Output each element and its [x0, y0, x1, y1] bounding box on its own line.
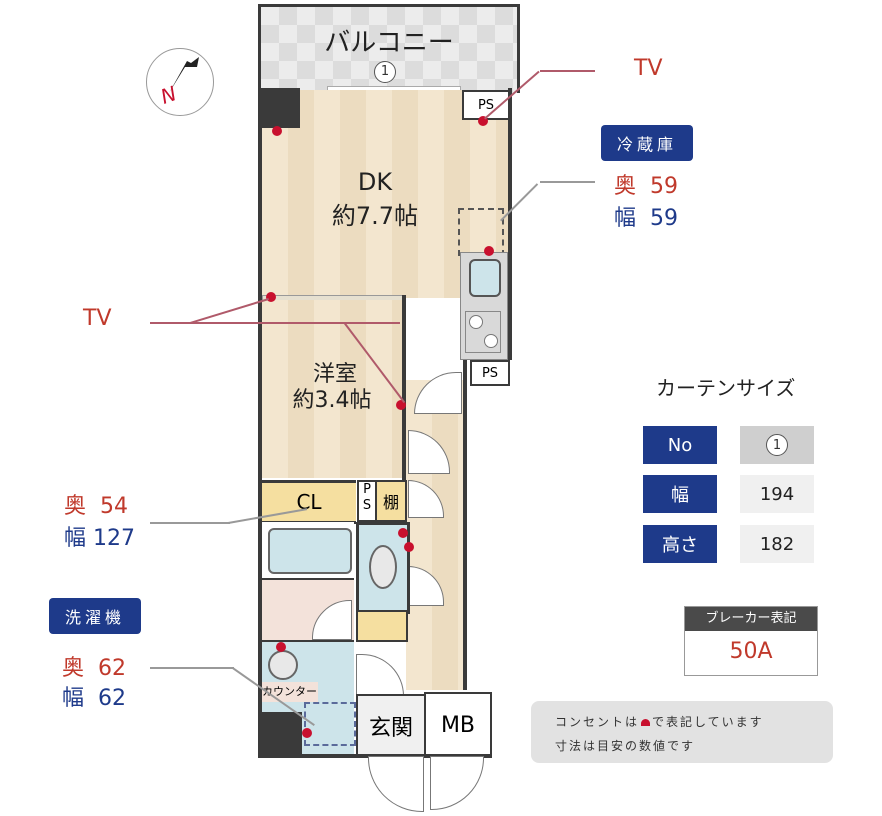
- fridge-depth: 奥 59: [614, 174, 679, 199]
- outlet-icon: [266, 292, 276, 302]
- shelf: 棚: [375, 480, 407, 522]
- compass: N: [146, 48, 214, 116]
- vanity-basin-icon: [268, 650, 298, 680]
- door-entrance[interactable]: [368, 756, 424, 812]
- column-bottom-left: [258, 712, 302, 756]
- stove-icon: [465, 311, 501, 353]
- curtain-title: カーテンサイズ: [656, 376, 796, 400]
- outlet-icon: [398, 528, 408, 538]
- toilet-icon: [369, 545, 397, 589]
- curtain-value-height: 182: [740, 525, 814, 563]
- note-line-1: コンセントはで表記しています: [555, 715, 764, 729]
- fridge-space: [458, 208, 504, 256]
- leader-washer: [150, 667, 234, 669]
- mb: MB: [424, 692, 492, 758]
- note-line-2: 寸法は目安の数値です: [555, 739, 696, 753]
- curtain-number-marker: 1: [374, 60, 396, 83]
- note-box: コンセントはで表記しています 寸法は目安の数値です: [531, 701, 833, 763]
- fridge-width: 幅 59: [614, 206, 679, 231]
- wall-right-upper: [508, 88, 512, 360]
- dk-size: 約7.7帖: [331, 202, 419, 230]
- leader-fridge: [540, 181, 595, 183]
- entrance: 玄関: [356, 694, 426, 758]
- ps-small: P S: [357, 480, 377, 522]
- sink-icon: [469, 259, 501, 297]
- balcony-label: バルコニー: [324, 28, 454, 58]
- toilet-storage: [356, 610, 408, 642]
- door-laundry[interactable]: [356, 654, 404, 696]
- curtain-value-no: 1: [740, 426, 814, 464]
- kitchen-counter: [460, 252, 508, 360]
- tv-left-label: TV: [83, 306, 112, 331]
- outlet-icon: [272, 126, 282, 136]
- leader-closet: [150, 522, 230, 524]
- curtain-value-width: 194: [740, 475, 814, 513]
- wall-left: [258, 88, 262, 756]
- leader-tv-top: [540, 70, 595, 72]
- wall-western-right: [402, 295, 406, 485]
- door-western[interactable]: [414, 372, 462, 414]
- outlet-icon: [478, 116, 488, 126]
- closet-width: 幅 127: [64, 526, 136, 551]
- outlet-legend-icon: [641, 719, 651, 726]
- curtain-header-width: 幅: [643, 475, 717, 513]
- closet: CL: [262, 480, 356, 524]
- ps-mid: PS: [470, 360, 510, 386]
- outlet-icon: [302, 728, 312, 738]
- breaker-title: ブレーカー表記: [685, 607, 817, 631]
- fridge-badge: 冷蔵庫: [601, 125, 693, 161]
- bathtub-icon: [268, 528, 352, 574]
- ps-top: PS: [462, 90, 510, 120]
- breaker-value: 50A: [729, 639, 773, 664]
- dk-name: DK: [357, 168, 393, 196]
- compass-needle-icon: [169, 57, 199, 93]
- washer-badge: 洗濯機: [49, 598, 141, 634]
- column-top-left: [258, 88, 300, 128]
- leader-tv-left: [150, 322, 400, 324]
- western-floor: [262, 300, 402, 478]
- outlet-icon: [276, 642, 286, 652]
- hallway-floor: [406, 380, 463, 690]
- outlet-icon: [404, 542, 414, 552]
- door-mb[interactable]: [430, 756, 484, 810]
- western-size: 約3.4帖: [292, 388, 372, 413]
- tv-top-label: TV: [634, 56, 663, 81]
- curtain-header-height: 高さ: [643, 525, 717, 563]
- bathroom: [262, 522, 354, 580]
- wall-right-lower: [463, 360, 467, 690]
- curtain-header-no: No: [643, 426, 717, 464]
- counter: カウンター: [262, 682, 318, 702]
- washer-depth: 奥 62: [62, 656, 127, 681]
- breaker-box: ブレーカー表記 50A: [684, 606, 818, 676]
- washer-width: 幅 62: [62, 686, 127, 711]
- closet-depth: 奥 54: [64, 494, 129, 519]
- washer-space: [304, 702, 356, 746]
- western-name: 洋室: [312, 362, 357, 387]
- outlet-icon: [396, 400, 406, 410]
- outlet-icon: [484, 246, 494, 256]
